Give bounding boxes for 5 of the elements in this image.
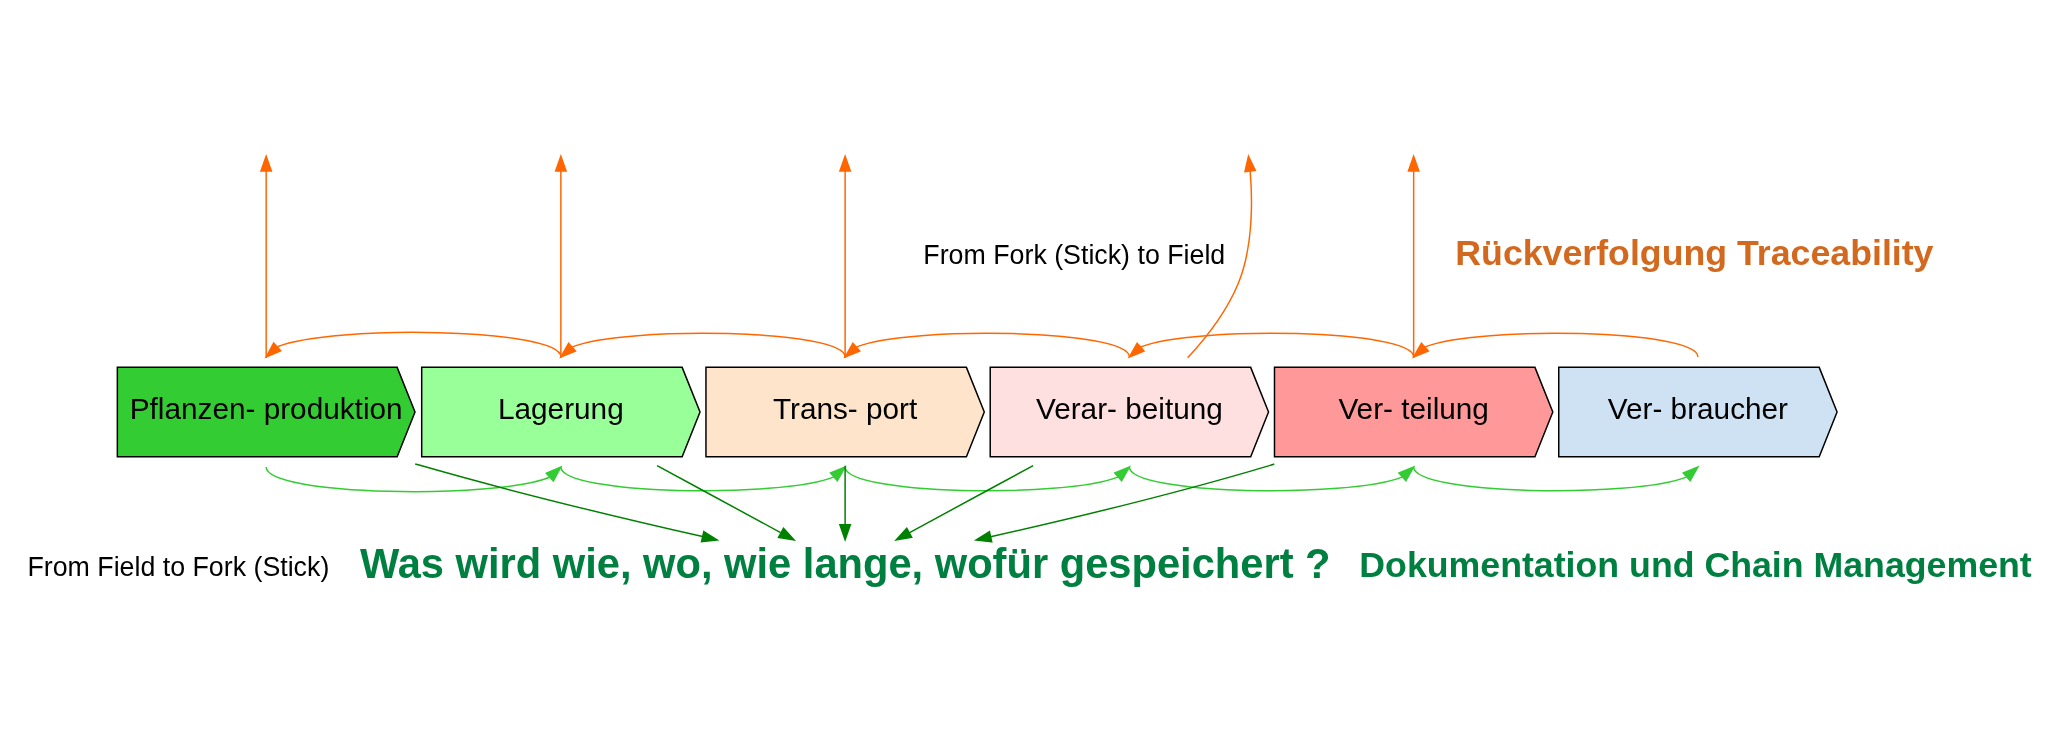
node-text: Was wird wie, wo, wie lange, wofür gespeichert ? (359, 539, 1331, 587)
label: Dokumentation und Chain Management (1359, 544, 2032, 585)
label: From Fork (Stick) to Field (923, 239, 1226, 270)
label: From Field to Fork (Stick) (27, 551, 330, 582)
label: Rückverfolgung Traceability (1455, 232, 1934, 273)
